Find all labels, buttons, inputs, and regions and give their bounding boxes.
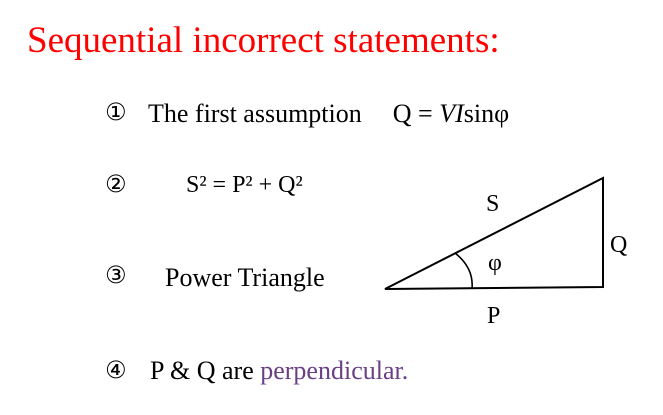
formula-v: V [439, 99, 456, 128]
formula-i: I [455, 99, 464, 128]
formula-q-lhs: Q [392, 99, 412, 128]
slide-title: Sequential incorrect statements: [27, 20, 500, 61]
statement-1: The first assumption Q = VIsinφ [148, 99, 509, 129]
statement-1-text: The first assumption [148, 99, 362, 128]
statement-4-text: P & Q are [150, 356, 254, 385]
formula-sin-phi: sinφ [463, 99, 510, 128]
statement-2-number: ② [105, 170, 127, 198]
label-q: Q [610, 232, 627, 258]
statement-2-formula: S² = P² + Q² [186, 172, 303, 198]
statement-3-number: ③ [105, 261, 127, 289]
statement-4-highlight: perpendicular. [260, 356, 409, 385]
label-p: P [487, 303, 500, 329]
phi-angle-arc [454, 252, 473, 290]
statement-3-text: Power Triangle [165, 263, 325, 292]
label-s: S [486, 191, 499, 217]
statement-1-number: ① [105, 98, 127, 126]
power-triangle [384, 176, 604, 290]
statement-4-number: ④ [105, 356, 127, 384]
formula-equals: = [418, 99, 433, 128]
statement-4: P & Q are perpendicular. [150, 356, 408, 386]
label-phi: φ [488, 250, 502, 276]
